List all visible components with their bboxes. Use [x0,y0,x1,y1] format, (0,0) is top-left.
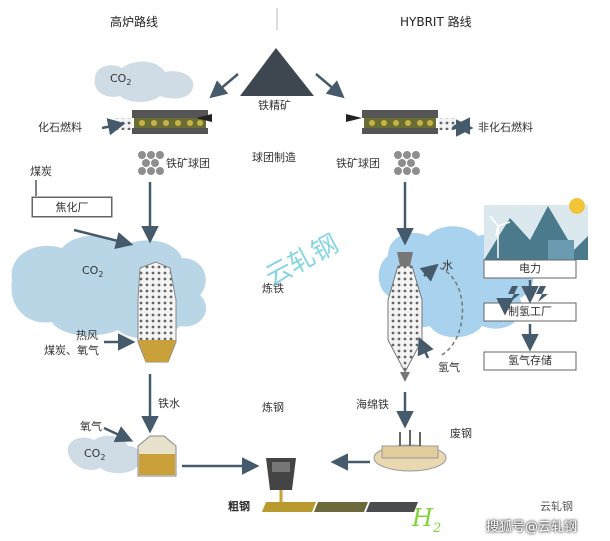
fossil-fuel-label: 化石燃料 [38,121,82,134]
right-pellets-label: 铁矿球团 [336,157,380,170]
scrap-label: 废钢 [450,427,472,440]
lightning-icon [508,286,520,302]
left-co2-cloud-bottom [67,435,142,474]
iron-concentrate-pile [240,48,314,96]
left-pellets-label: 铁矿球团 [166,157,210,170]
hydrogen-label: 氢气 [438,361,460,374]
lightning-icon-2 [536,286,548,302]
iron-concentrate-label: 铁精矿 [258,99,291,112]
left-pellet-cluster [138,151,164,175]
ironmaking-label: 炼铁 [262,282,284,295]
hydrogen-storage-label: 氢气存储 [508,354,552,367]
crude-steel-slabs [262,502,418,512]
co2-label-furnace: CO2 [82,264,104,280]
flow-arrows [73,73,539,475]
sponge-iron-label: 海绵铁 [356,398,389,411]
co2-label-bof: CO2 [84,447,106,463]
pellet-making-label: 球团制造 [252,151,296,164]
water-label: 水 [442,259,453,272]
left-co2-cloud-top [94,61,194,102]
h2-logo: H2 [412,504,442,536]
oxygen-label: 氧气 [80,420,102,433]
credit-main: 搜狐号@云轧钢 [486,520,578,535]
hydrogen-storage-box [483,351,577,371]
wind-hydro-scene [484,198,588,260]
bof-converter [137,435,177,477]
blast-furnace [137,261,177,363]
sun-icon [569,198,585,214]
right-pusher-icon [346,114,362,122]
coal-oxygen-label: 煤炭、氧气 [44,344,99,357]
coal-label: 煤炭 [30,165,52,178]
right-pellet-cluster [394,151,420,175]
shaft-furnace [387,252,423,382]
right-route-header: HYBRIT 路线 [400,15,472,29]
credit-small: 云轧钢 [540,500,573,513]
non-fossil-fuel-label: 非化石燃料 [478,121,533,134]
electrolyser-label: 制氢工厂 [508,305,552,318]
electricity-box [483,259,577,279]
left-blast-furnace-cloud [11,235,207,339]
recycle-arc [439,267,464,357]
steelmaking-label: 炼钢 [262,401,284,414]
hot-blast-label: 热风 [76,329,98,342]
coking-plant-label: 焦化厂 [32,197,112,217]
crude-steel-label: 粗钢 [228,500,250,513]
electric-arc-furnace [373,430,447,472]
left-route-header: 高炉路线 [110,15,159,29]
co2-label-top: CO2 [110,72,132,88]
right-pellet-conveyor [362,110,456,134]
hot-metal-label: 铁水 [158,397,180,410]
left-pellet-conveyor [114,110,208,134]
left-pusher-icon [196,114,212,122]
ladle [266,458,296,502]
electricity-label: 电力 [519,262,541,275]
